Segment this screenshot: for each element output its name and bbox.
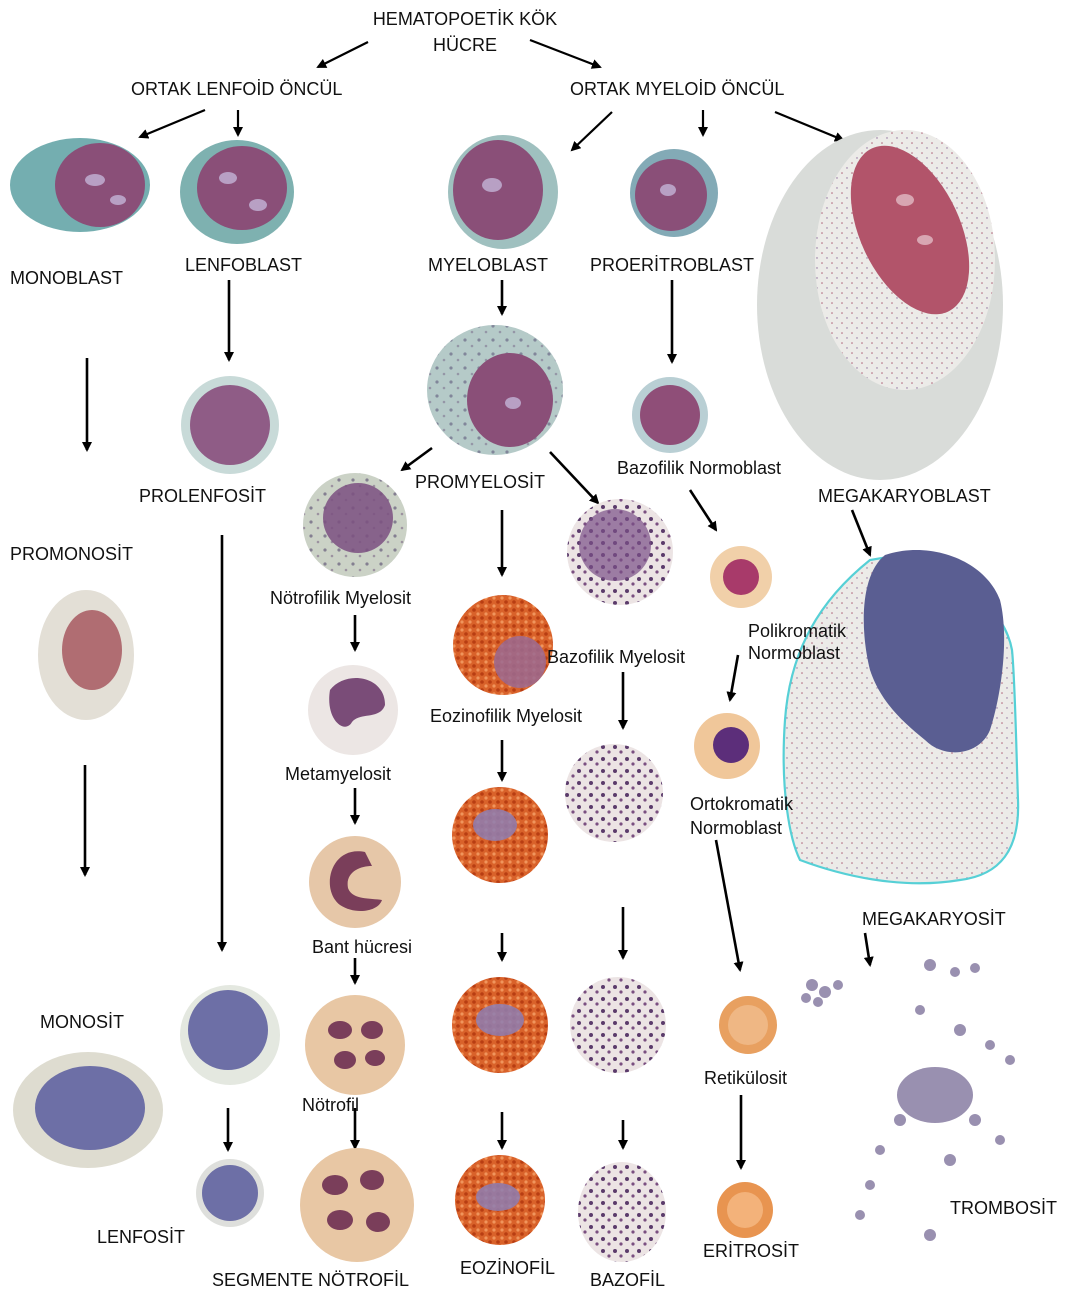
label-lenfosit: LENFOSİT [97,1227,185,1247]
cell-eozinofil-band [452,977,548,1073]
cell-bazofil-metamyelosit [565,744,663,842]
cell-notrofil [305,995,405,1095]
label-proeritroblast: PROERİTROBLAST [590,255,754,275]
cell-prolenfosit [181,376,279,474]
label-ortokromatik-line2: Normoblast [690,818,782,838]
arrow-myeloid-myeloblast [572,112,612,150]
cell-monosit [180,985,280,1085]
label-metamyelosit: Metamyelosit [285,764,391,784]
cell-monosit-large [13,1052,163,1168]
arrow-lymphoid-monoblast [140,110,205,137]
arrow-megakaryosit-trombosit [865,933,870,965]
label-promyelosit: PROMYELOSİT [415,472,545,492]
cell-bazofilik-normoblast [632,377,708,453]
cell-monoblast [10,138,150,232]
arrow-myeloid-megakaryoblast [775,112,843,140]
label-myeloblast: MYELOBLAST [428,255,548,275]
label-notrofil: Nötrofil [302,1095,359,1115]
label-lenfoblast: LENFOBLAST [185,255,302,275]
cell-retikulosit [719,996,777,1054]
cell-megakaryosit [784,550,1018,883]
cell-eozinofilik-myelosit [453,595,553,695]
label-monosit: MONOSİT [40,1012,124,1032]
cell-segmente-notrofil [300,1148,414,1262]
cell-metamyelosit [308,665,398,755]
label-myeloid-progenitor: ORTAK MYELOİD ÖNCÜL [570,79,784,99]
label-retikulosit: Retikülosit [704,1068,787,1088]
label-bazofilik-myelosit: Bazofilik Myelosit [547,647,685,667]
cell-proeritroblast [630,149,718,237]
label-bazofilik-normoblast: Bazofilik Normoblast [617,458,781,478]
cell-myeloblast [448,135,558,249]
label-eozinofilik-myelosit: Eozinofilik Myelosit [430,706,582,726]
label-notrofilik-myelosit: Nötrofilik Myelosit [270,588,411,608]
arrow-polikromatik-ortokromatik [730,655,738,700]
cell-promyelosit [427,325,563,455]
arrow-promyelosit-bazofilik [550,452,598,503]
label-megakaryoblast: MEGAKARYOBLAST [818,486,991,506]
cell-lenfoblast [180,140,294,244]
label-eozinofil: EOZİNOFİL [460,1258,555,1278]
label-prolenfosit: PROLENFOSİT [139,486,266,506]
arrow-megakaryoblast-megakaryosit [852,510,870,555]
cell-ortokromatik-normoblast [694,713,760,779]
cell-eozinofil [455,1155,545,1245]
cell-notrofilik-myelosit [303,473,407,577]
label-bazofil: BAZOFİL [590,1270,665,1290]
label-ortokromatik-line1: Ortokromatik [690,794,793,814]
arrow-ortokromatik-retikulosit [716,840,740,970]
label-megakaryosit: MEGAKARYOSİT [862,909,1006,929]
cell-promonosit [38,590,134,720]
cell-megakaryoblast [757,127,1003,480]
label-monoblast: MONOBLAST [10,268,123,288]
cell-bazofilik-promyelosit [567,499,673,605]
cell-lenfosit [196,1159,264,1227]
cell-bazofil [578,1162,666,1262]
cell-eozinofil-metamyelosit [452,787,548,883]
label-hsc-line1: HEMATOPOETİK KÖK [340,9,590,29]
label-bant-hucresi: Bant hücresi [312,937,412,957]
label-hsc-line2: HÜCRE [340,35,590,55]
cell-polikromatik-normoblast [710,546,772,608]
arrow-bazofilik-polikromatik [690,490,716,530]
cell-bazofil-band [570,977,666,1073]
label-lymphoid-progenitor: ORTAK LENFOİD ÖNCÜL [131,79,342,99]
label-trombosit: TROMBOSİT [950,1198,1057,1218]
label-polikromatik-line1: Polikromatik [748,621,846,641]
label-eritrosit: ERİTROSİT [703,1241,799,1261]
cell-bant-hucresi [309,836,401,928]
label-segmente-notrofil: SEGMENTE NÖTROFİL [212,1270,409,1290]
cell-eritrosit [717,1182,773,1238]
label-promonosit: PROMONOSİT [10,544,133,564]
label-polikromatik-line2: Normoblast [748,643,840,663]
arrow-promyelosit-notrofilik [402,448,432,470]
